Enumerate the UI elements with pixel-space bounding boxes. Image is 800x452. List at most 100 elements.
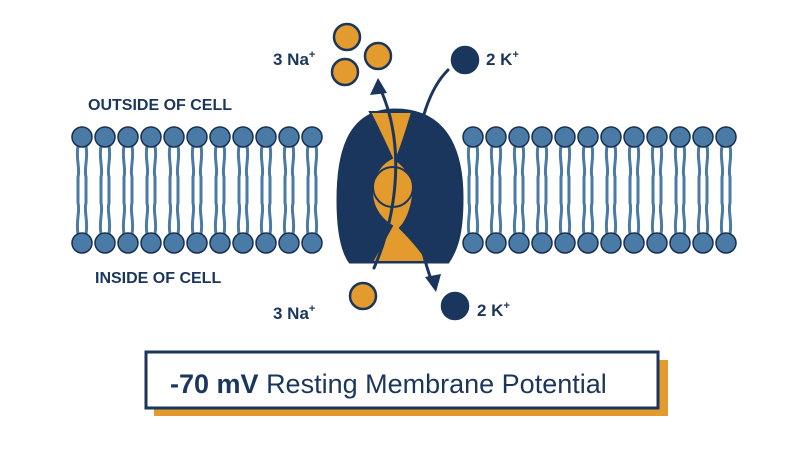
inner-phospholipid bbox=[163, 185, 185, 254]
inner-phospholipid bbox=[232, 185, 254, 254]
lipid-head bbox=[669, 126, 691, 148]
lipid-tail bbox=[673, 144, 679, 195]
lipid-head bbox=[462, 232, 484, 254]
lipid-tail bbox=[83, 144, 89, 195]
outer-phospholipid bbox=[715, 126, 737, 195]
lipid-tail bbox=[267, 144, 273, 195]
lipid-tail bbox=[190, 144, 196, 195]
lipid-tail bbox=[497, 185, 503, 236]
caption-panel bbox=[144, 350, 660, 410]
lipid-head bbox=[94, 126, 116, 148]
inside-of-cell-label: INSIDE OF CELL bbox=[95, 270, 221, 287]
lipid-head bbox=[255, 232, 277, 254]
lipid-tail bbox=[198, 144, 204, 195]
lipid-head bbox=[623, 126, 645, 148]
lipid-tail bbox=[259, 185, 265, 236]
lipid-tail bbox=[75, 144, 81, 195]
potassium-outside-label: 2 K+ bbox=[486, 49, 519, 69]
potassium-outside-charge: + bbox=[512, 49, 518, 61]
lipid-tail bbox=[244, 144, 250, 195]
outer-phospholipid bbox=[140, 126, 162, 195]
caption-spacer bbox=[259, 369, 267, 399]
inner-phospholipid bbox=[669, 185, 691, 254]
lipid-tail bbox=[658, 185, 664, 236]
inner-phospholipid bbox=[186, 185, 208, 254]
outer-phospholipid bbox=[255, 126, 277, 195]
lipid-head bbox=[692, 126, 714, 148]
lipid-tail bbox=[98, 185, 104, 236]
lipid-tail bbox=[175, 185, 181, 236]
lipid-tail bbox=[543, 144, 549, 195]
lipid-tail bbox=[305, 144, 311, 195]
lipid-tail bbox=[512, 185, 518, 236]
inner-phospholipid bbox=[531, 185, 553, 254]
lipid-tail bbox=[520, 185, 526, 236]
lipid-tail bbox=[175, 144, 181, 195]
inner-phospholipid bbox=[508, 185, 530, 254]
lipid-head bbox=[232, 232, 254, 254]
inner-phospholipid bbox=[278, 185, 300, 254]
lipid-tail bbox=[305, 185, 311, 236]
lipid-head bbox=[646, 126, 668, 148]
lipid-tail bbox=[167, 144, 173, 195]
potassium-in-arrowhead-icon bbox=[425, 274, 441, 292]
lipid-head bbox=[186, 126, 208, 148]
lipid-head bbox=[140, 126, 162, 148]
lipid-tail bbox=[558, 185, 564, 236]
potassium-in-arrow bbox=[413, 68, 450, 284]
lipid-tail bbox=[152, 185, 158, 236]
inner-phospholipid bbox=[600, 185, 622, 254]
outer-phospholipid bbox=[232, 126, 254, 195]
sodium-inside-charge: + bbox=[309, 303, 315, 315]
outer-phospholipid bbox=[301, 126, 323, 195]
outer-phospholipid bbox=[163, 126, 185, 195]
lipid-head bbox=[485, 126, 507, 148]
lipid-head bbox=[301, 126, 323, 148]
lipid-head bbox=[209, 232, 231, 254]
caption-text: -70 mV Resting Membrane Potential bbox=[170, 369, 607, 399]
lipid-head bbox=[692, 232, 714, 254]
lipid-head bbox=[531, 126, 553, 148]
lipid-tail bbox=[236, 144, 242, 195]
outer-phospholipid bbox=[531, 126, 553, 195]
lipid-tail bbox=[635, 144, 641, 195]
lipid-head bbox=[577, 232, 599, 254]
outer-phospholipid bbox=[692, 126, 714, 195]
outer-phospholipid bbox=[669, 126, 691, 195]
lipid-tail bbox=[75, 185, 81, 236]
inner-phospholipid bbox=[715, 185, 737, 254]
inner-phospholipid bbox=[301, 185, 323, 254]
outer-phospholipid bbox=[94, 126, 116, 195]
inner-phospholipid bbox=[255, 185, 277, 254]
inner-phospholipid bbox=[117, 185, 139, 254]
outer-phospholipid bbox=[186, 126, 208, 195]
lipid-head bbox=[117, 232, 139, 254]
inner-phospholipid bbox=[646, 185, 668, 254]
lipid-head bbox=[508, 126, 530, 148]
lipid-tail bbox=[167, 185, 173, 236]
sodium-out-arrow bbox=[372, 86, 398, 270]
potassium-inside-label: 2 K+ bbox=[477, 300, 510, 320]
inner-phospholipid bbox=[140, 185, 162, 254]
outer-phospholipid bbox=[117, 126, 139, 195]
potassium-outside-count: 2 K bbox=[486, 50, 513, 69]
sodium-out-arrowhead-icon bbox=[370, 78, 387, 95]
lipid-tail bbox=[727, 144, 733, 195]
lipid-tail bbox=[282, 144, 288, 195]
lipid-tail bbox=[589, 185, 595, 236]
lipid-tail bbox=[704, 185, 710, 236]
lipid-tail bbox=[474, 144, 480, 195]
lipid-head bbox=[71, 232, 93, 254]
lipid-tail bbox=[650, 185, 656, 236]
ions bbox=[330, 22, 480, 321]
lipid-tail bbox=[213, 185, 219, 236]
inner-phospholipid bbox=[94, 185, 116, 254]
lipid-head bbox=[163, 126, 185, 148]
inner-phospholipid bbox=[554, 185, 576, 254]
lipid-tail bbox=[259, 144, 265, 195]
lipid-tail bbox=[681, 144, 687, 195]
lipid-head bbox=[94, 232, 116, 254]
lipid-tail bbox=[696, 144, 702, 195]
